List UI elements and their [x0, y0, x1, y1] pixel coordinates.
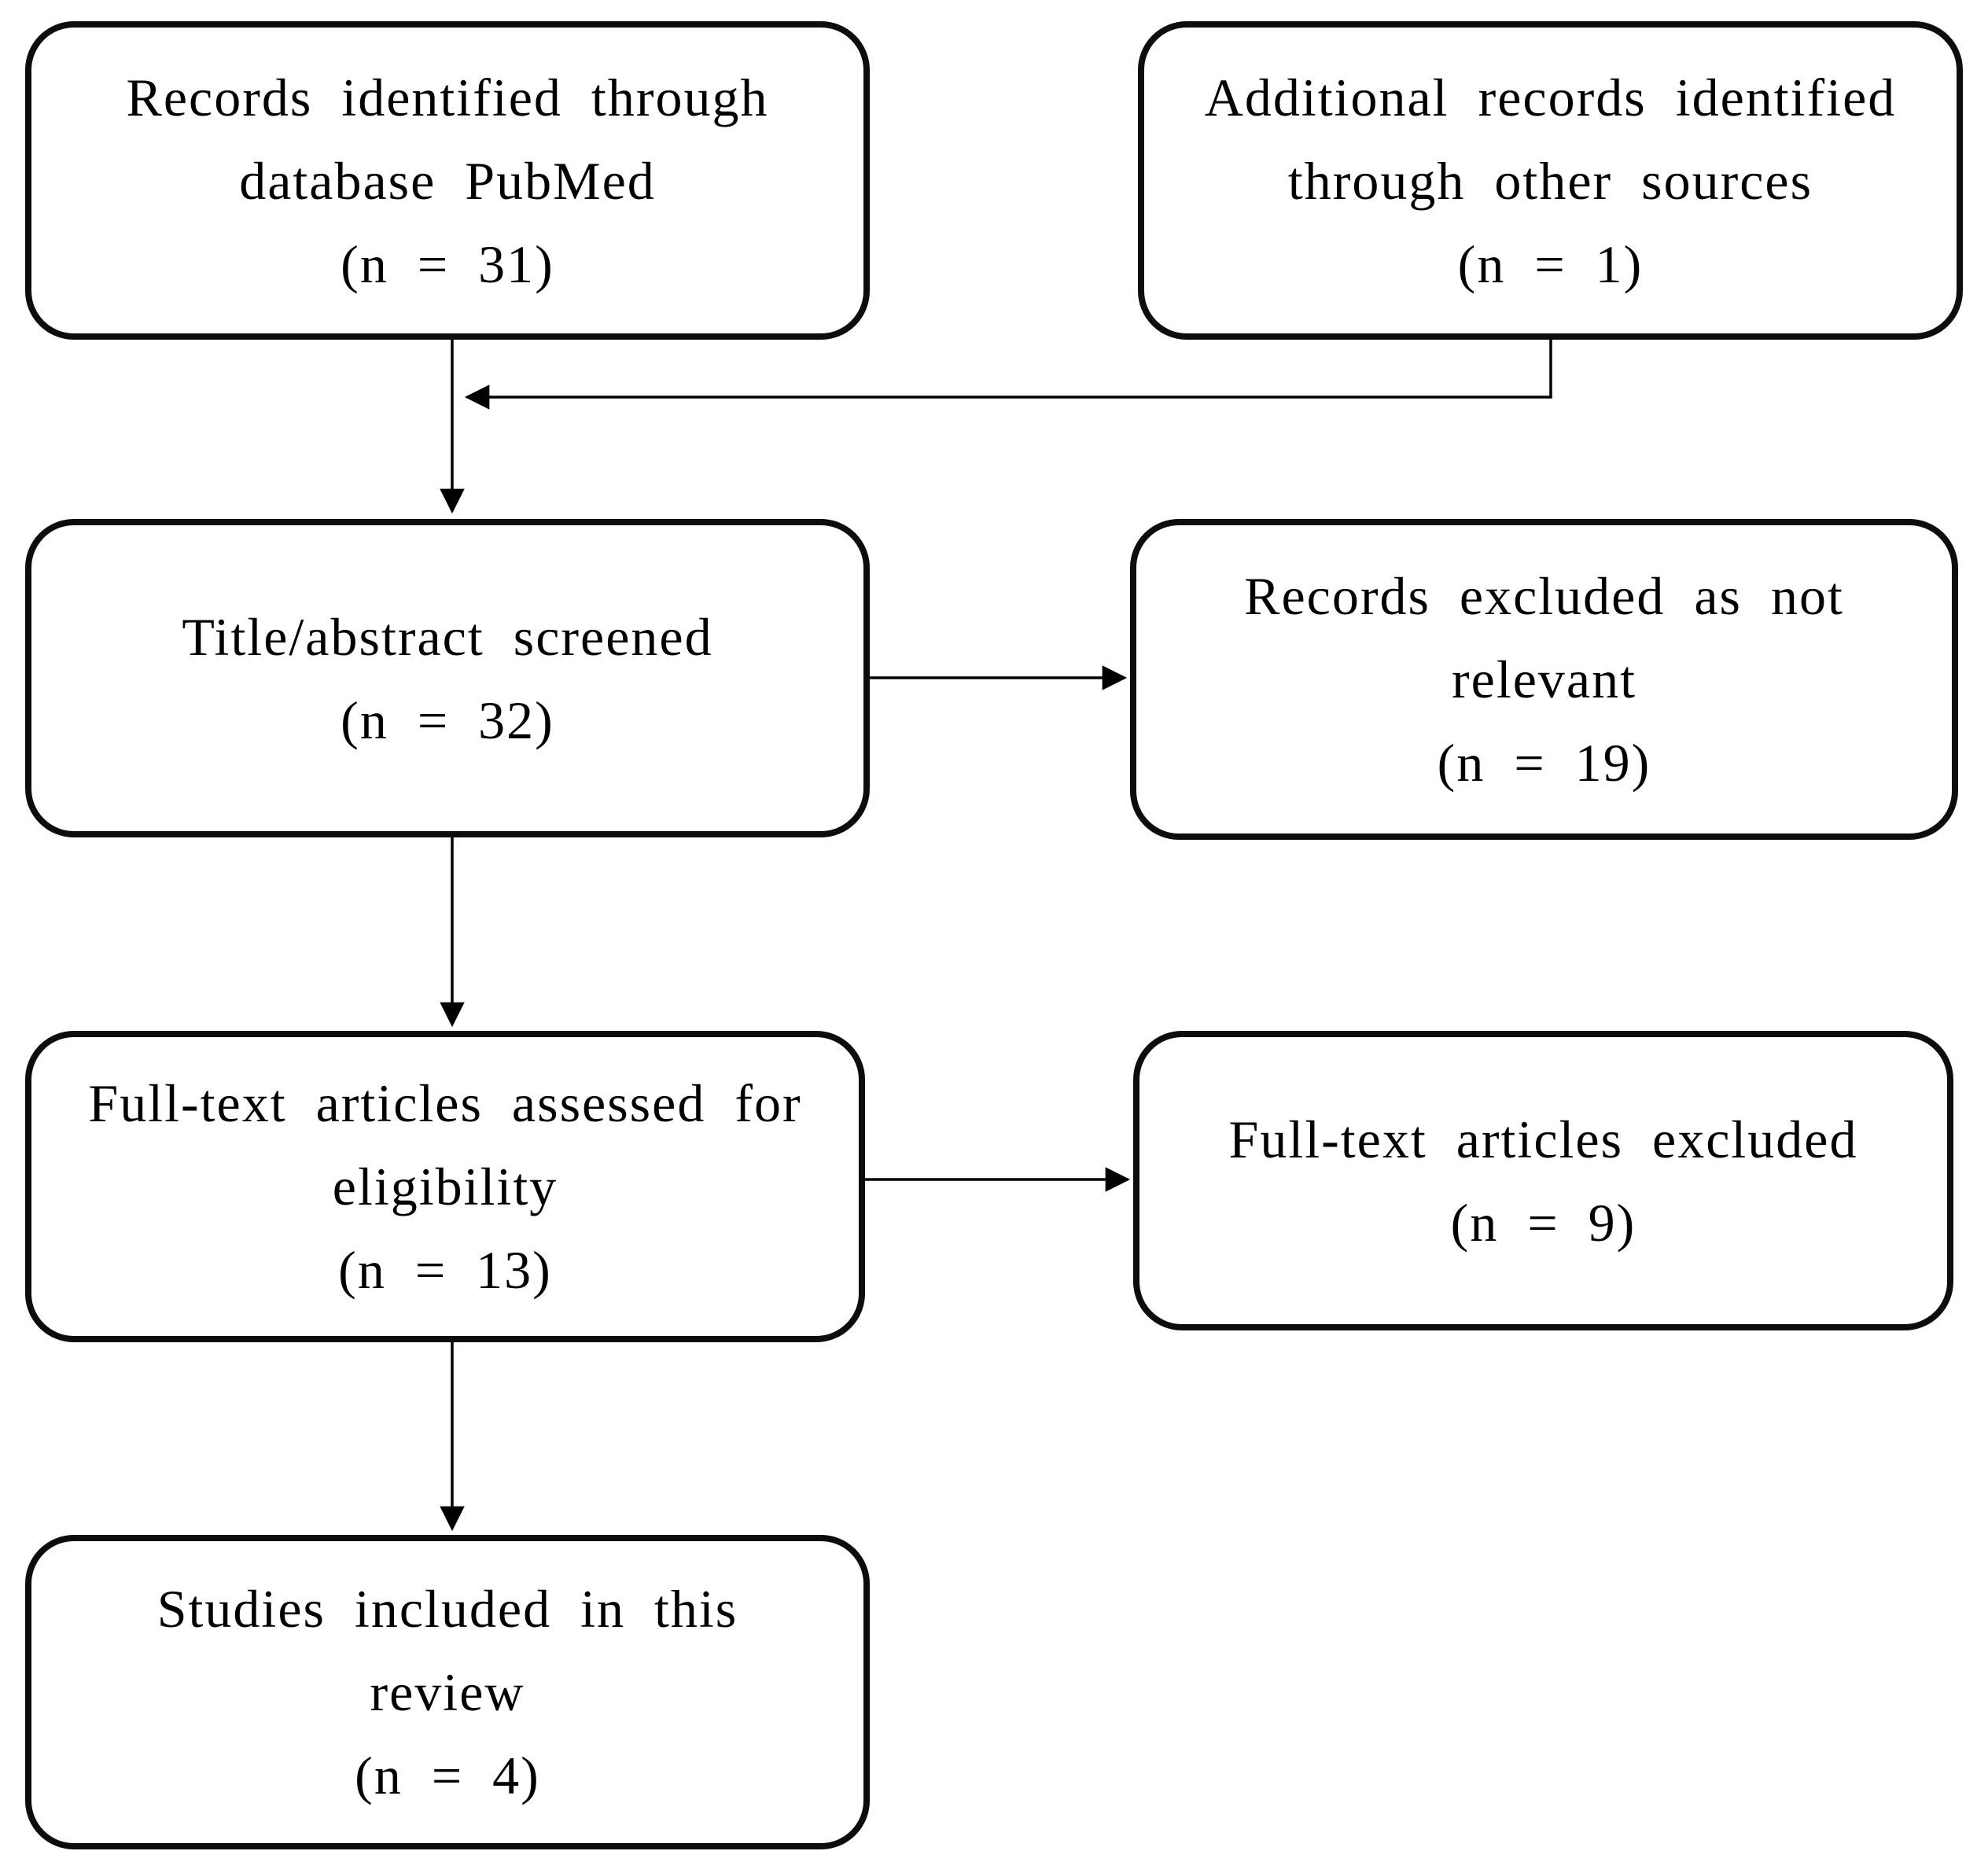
box-text-line: Records identified through: [126, 67, 769, 127]
box-count-line: (n = 4): [355, 1746, 540, 1805]
box-title-abstract-screened: Title/abstract screened (n = 32): [25, 519, 870, 837]
box-text-line: relevant: [1452, 649, 1636, 709]
arrow-additional-to-merge: [464, 340, 1552, 410]
box-text-line: Records excluded as not: [1244, 566, 1844, 626]
box-text-line: review: [370, 1662, 525, 1722]
box-text-line: Full-text articles excluded: [1228, 1109, 1858, 1169]
box-fulltext-assessed: Full-text articles assessed for eligibil…: [25, 1031, 865, 1342]
box-text-line: through other sources: [1287, 150, 1813, 211]
box-count-line: (n = 31): [341, 234, 554, 294]
box-text-line: Full-text articles assessed for: [88, 1073, 802, 1133]
box-text-line: database PubMed: [239, 150, 656, 211]
box-count-line: (n = 1): [1457, 234, 1644, 294]
box-fulltext-excluded: Full-text articles excluded (n = 9): [1133, 1031, 1953, 1330]
box-count-line: (n = 9): [1450, 1192, 1636, 1253]
box-additional-records: Additional records identified through ot…: [1138, 21, 1963, 340]
box-studies-included: Studies included in this review (n = 4): [25, 1535, 870, 1849]
box-count-line: (n = 13): [338, 1240, 552, 1300]
box-records-identified: Records identified through database PubM…: [25, 21, 870, 340]
box-records-excluded: Records excluded as not relevant (n = 19…: [1130, 519, 1958, 840]
box-text-line: Additional records identified: [1204, 67, 1897, 127]
box-text-line: eligibility: [332, 1157, 558, 1216]
box-text-line: Studies included in this: [156, 1579, 738, 1639]
box-text-line: Title/abstract screened: [182, 606, 713, 667]
box-count-line: (n = 32): [341, 690, 554, 750]
box-count-line: (n = 19): [1437, 733, 1651, 793]
